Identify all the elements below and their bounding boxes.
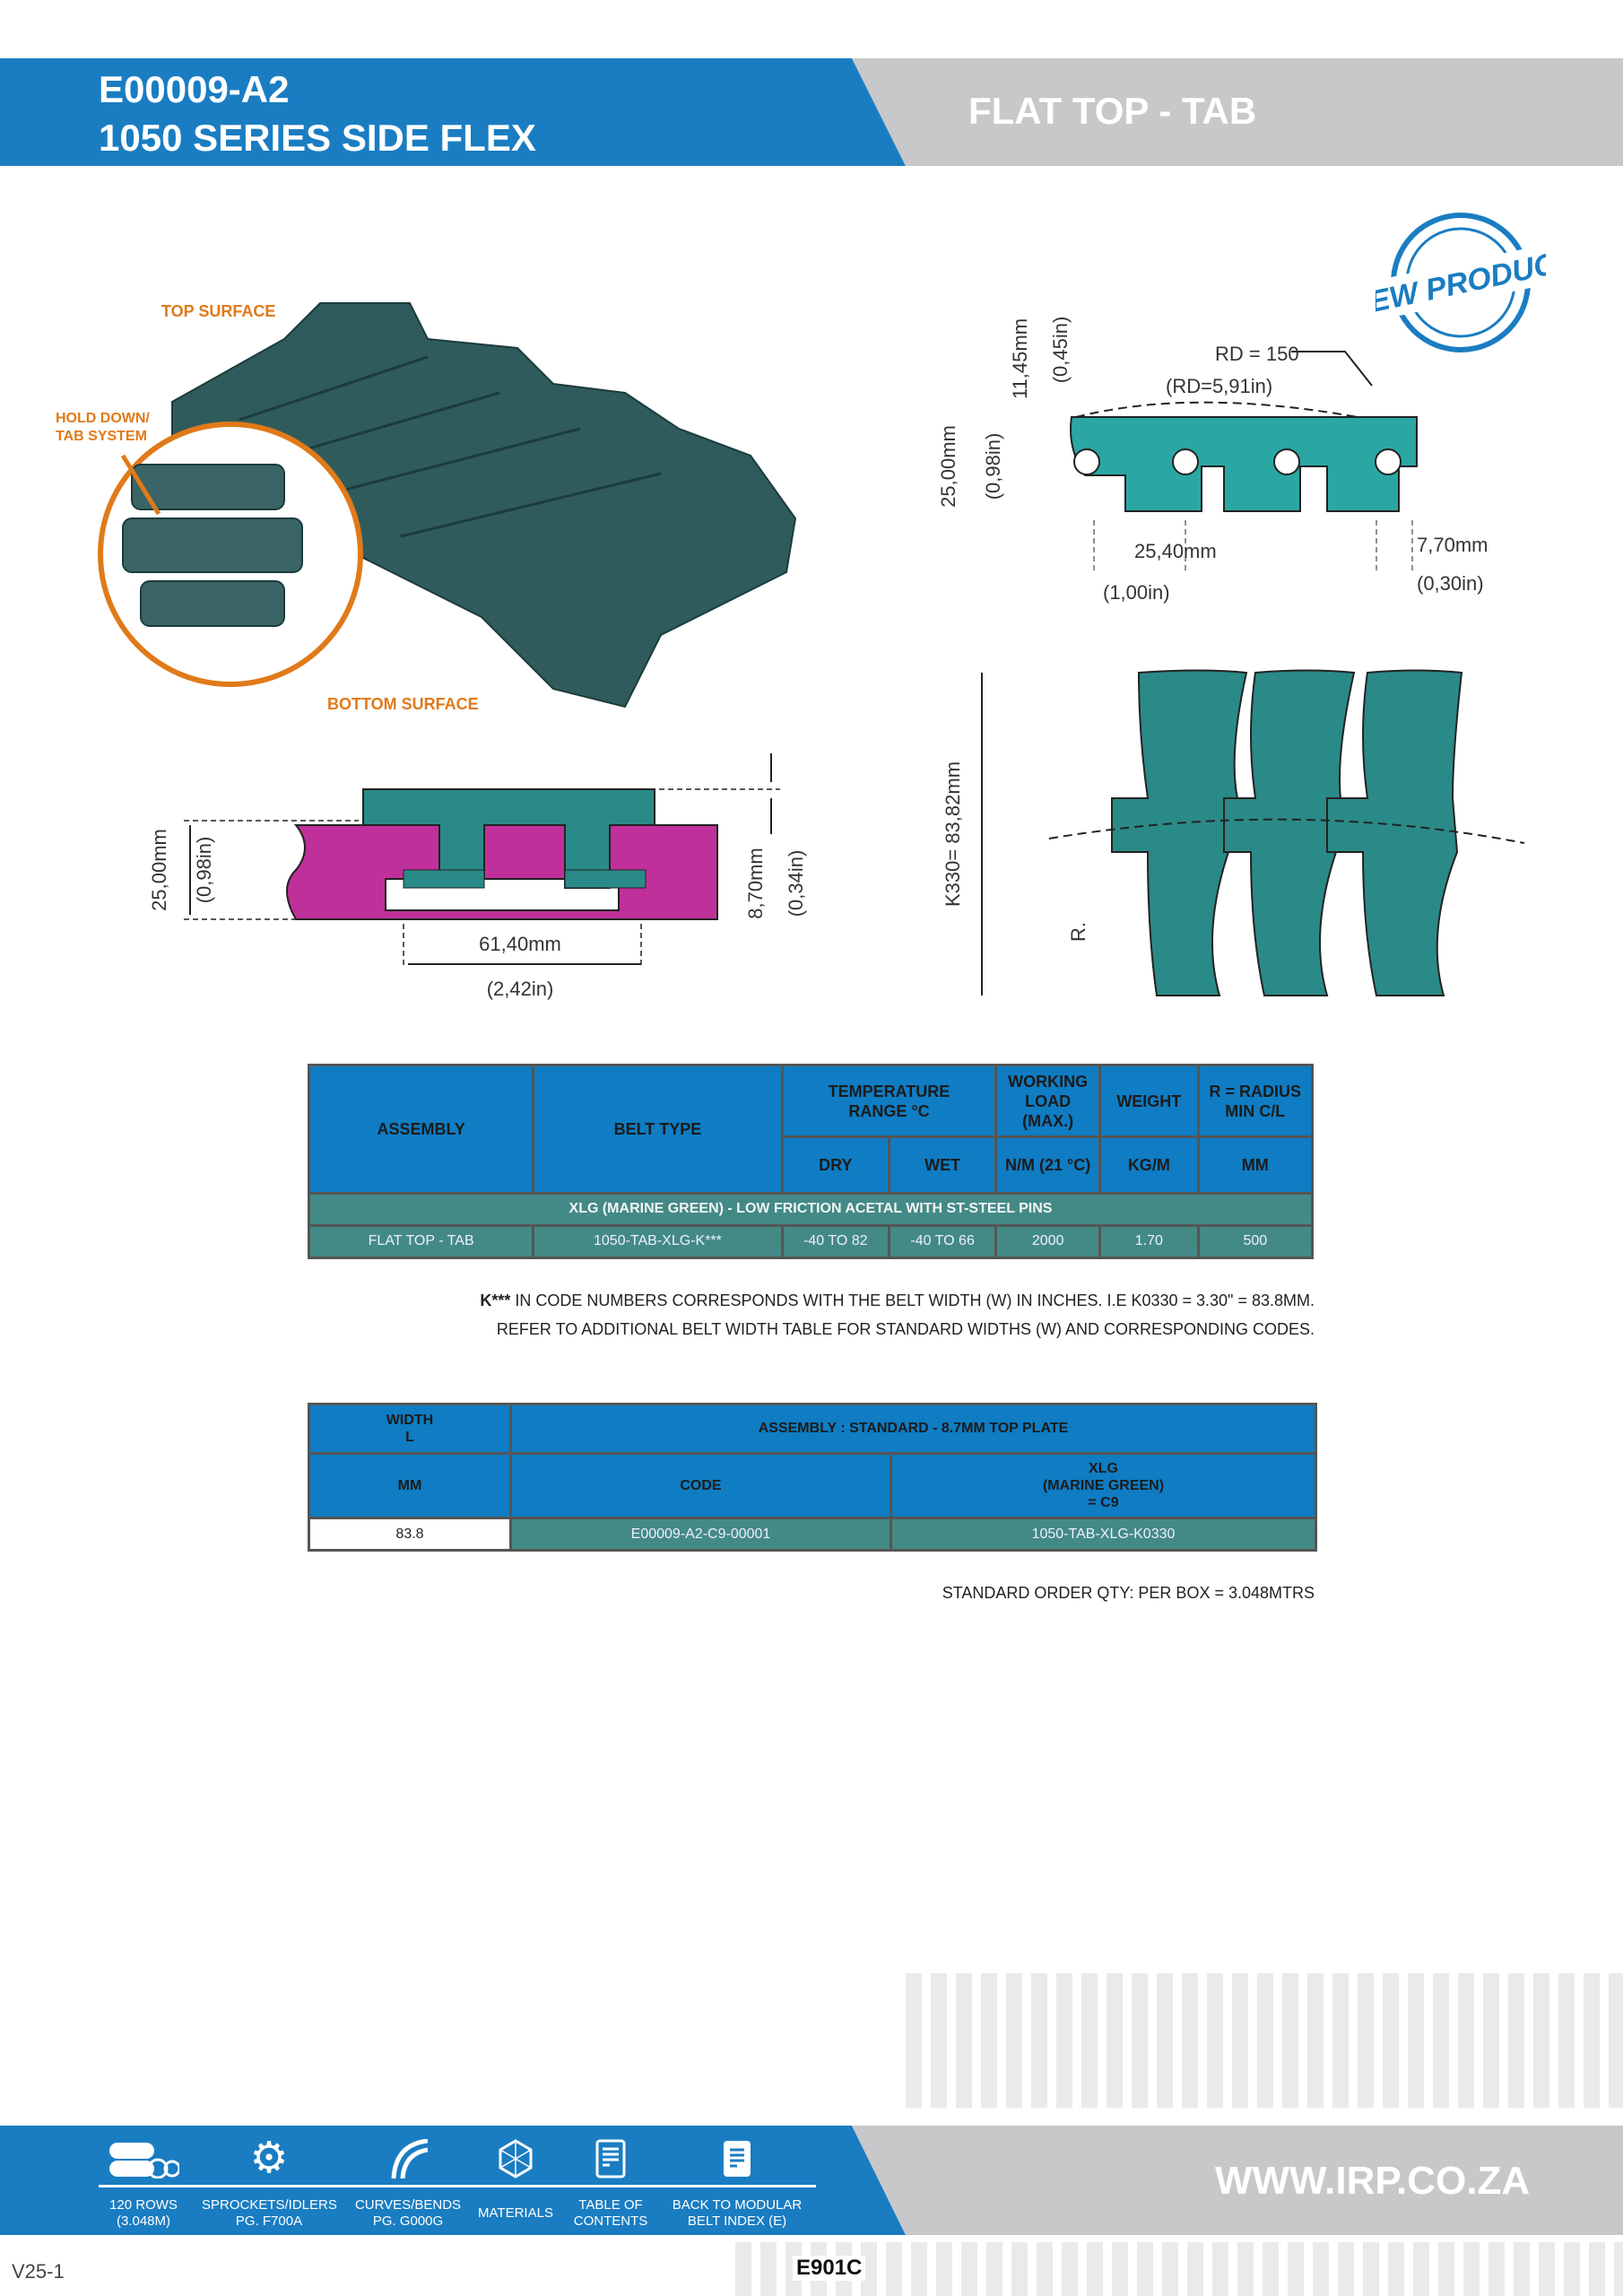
cell-weight: 1.70 [1098, 1223, 1200, 1260]
document-icon [595, 2139, 626, 2179]
product-title: FLAT TOP - TAB [968, 90, 1257, 132]
footer-link-index[interactable]: BACK TO MODULAR BELT INDEX (E) [670, 2133, 804, 2230]
note-text: IN CODE NUMBERS CORRESPONDS WITH THE BEL… [510, 1292, 1315, 1309]
th-wet: WET [887, 1135, 998, 1195]
rd-in-label: (RD=5,91in) [1166, 375, 1272, 397]
footer-label: CURVES/BENDS PG. G000G [354, 2197, 462, 2229]
th-load-unit: N/M (21 °C) [994, 1135, 1102, 1195]
dim-thickness-mm: 8,70mm [744, 848, 767, 918]
belt-width-label: K330= 83,82mm [942, 761, 964, 907]
material-row: XLG (MARINE GREEN) - LOW FRICTION ACETAL… [308, 1191, 1314, 1227]
dim-height-in: (0,98in) [193, 837, 215, 904]
rd-label: RD = 150 [1215, 343, 1299, 365]
footer-label: SPROCKETS/IDLERS PG. F700A [202, 2197, 337, 2229]
decorative-pattern-bottom [735, 2242, 1623, 2296]
table-row: 83.8 E00009-A2-C9-00001 1050-TAB-XLG-K03… [308, 1517, 1317, 1552]
order-qty: STANDARD ORDER QTY: PER BOX = 3.048MTRS [942, 1584, 1315, 1602]
dim-width-mm: 61,40mm [479, 933, 561, 955]
radius-label: R. [1067, 922, 1089, 942]
cell-load: 2000 [994, 1223, 1102, 1260]
th-working-load: WORKING LOAD (MAX.) [994, 1063, 1102, 1139]
th-weight-unit: KG/M [1098, 1135, 1200, 1195]
dim-height-mm: 25,00mm [148, 829, 170, 911]
rolls-icon [109, 2143, 179, 2179]
th-code: CODE [509, 1452, 892, 1519]
th-xlg: XLG (MARINE GREEN) = C9 [890, 1452, 1317, 1519]
footer-link-sprockets[interactable]: ⚙ SPROCKETS/IDLERS PG. F700A [202, 2133, 337, 2230]
footer-gray-panel [852, 2126, 1623, 2235]
height-mm: 25,00mm [937, 425, 959, 508]
th-weight: WEIGHT [1098, 1063, 1200, 1139]
specs-table: ASSEMBLY BELT TYPE TEMPERATURE RANGE °C … [307, 1063, 1315, 1260]
th-radius: R = RADIUS MIN C/L [1196, 1063, 1315, 1139]
gap-in: (0,30in) [1417, 572, 1484, 595]
cell-dry: -40 TO 82 [780, 1223, 890, 1260]
new-product-stamp: NEW PRODUCT [1376, 213, 1546, 352]
footer-link-materials[interactable]: MATERIALS [448, 2133, 583, 2222]
dim-thickness-in: (0,34in) [785, 850, 807, 918]
belt-photo [98, 302, 797, 709]
dim-width-in: (2,42in) [487, 978, 554, 1000]
footer-label: BACK TO MODULAR BELT INDEX (E) [672, 2197, 803, 2229]
th-radius-unit: MM [1196, 1135, 1315, 1195]
label-top-surface: TOP SURFACE [161, 302, 276, 320]
series-title: 1050 SERIES SIDE FLEX [99, 117, 536, 159]
cell-xlg: 1050-TAB-XLG-K0330 [890, 1517, 1317, 1552]
table-row: FLAT TOP - TAB 1050-TAB-XLG-K*** -40 TO … [307, 1223, 1315, 1260]
width-table: WIDTH L ASSEMBLY : STANDARD - 8.7MM TOP … [308, 1403, 1317, 1552]
version-label: V25-1 [12, 2260, 65, 2283]
height-in: (0,98in) [982, 433, 1004, 500]
th-width: WIDTH L [308, 1403, 512, 1455]
gap-mm: 7,70mm [1417, 534, 1488, 556]
index-icon [724, 2141, 751, 2177]
plan-view-drawing: K330= 83,82mm R. [942, 669, 1525, 996]
product-code: E00009-A2 [99, 68, 290, 110]
curve-icon [391, 2139, 428, 2179]
th-dry: DRY [780, 1135, 890, 1195]
cell-belt-type: 1050-TAB-XLG-K*** [532, 1223, 784, 1260]
footer-label: TABLE OF CONTENTS [573, 2197, 648, 2229]
label-hold-down: HOLD DOWN/ TAB SYSTEM [56, 411, 150, 444]
footer-banner [0, 2126, 906, 2235]
page-number: E901C [793, 2256, 866, 2281]
th-assembly-standard: ASSEMBLY : STANDARD - 8.7MM TOP PLATE [509, 1403, 1317, 1455]
materials-icon [499, 2139, 533, 2179]
note-bold: K*** [480, 1292, 511, 1309]
footer-link-curves[interactable]: CURVES/BENDS PG. G000G [341, 2133, 475, 2230]
th-assembly: ASSEMBLY [307, 1064, 535, 1195]
note-line-1: K*** IN CODE NUMBERS CORRESPONDS WITH TH… [480, 1292, 1315, 1310]
footer-label: MATERIALS [478, 2205, 553, 2221]
note-line-2: REFER TO ADDITIONAL BELT WIDTH TABLE FOR… [496, 1320, 1315, 1338]
decorative-pattern [906, 1973, 1623, 2108]
gear-icon: ⚙ [249, 2135, 289, 2182]
footer-label: 120 ROWS (3.048M) [109, 2197, 178, 2229]
th-belt-type: BELT TYPE [532, 1064, 784, 1195]
cell-wet: -40 TO 66 [887, 1223, 998, 1260]
th-temperature: TEMPERATURE RANGE °C [780, 1063, 998, 1139]
cell-assembly: FLAT TOP - TAB [307, 1223, 535, 1260]
top-in: (0,45in) [1049, 317, 1072, 384]
cell-code: E00009-A2-C9-00001 [509, 1517, 892, 1552]
footer-divider [99, 2185, 816, 2187]
pitch-mm: 25,40mm [1134, 540, 1217, 562]
profile-drawing: RD = 150 (RD=5,91in) 11,45mm (0,45in) 25… [937, 317, 1488, 604]
th-mm: MM [308, 1452, 512, 1519]
header-banner [0, 58, 906, 166]
cell-radius: 500 [1196, 1223, 1315, 1260]
label-bottom-surface: BOTTOM SURFACE [327, 695, 479, 713]
header-gray-panel [852, 58, 1623, 166]
cell-mm: 83.8 [308, 1517, 512, 1552]
pitch-in: (1,00in) [1103, 581, 1170, 604]
side-view-drawing: 25,00mm (0,98in) 61,40mm (2,42in) 8,70mm… [148, 753, 807, 1000]
footer-link-contents[interactable]: TABLE OF CONTENTS [543, 2133, 678, 2230]
top-mm: 11,45mm [1009, 318, 1031, 399]
website-link[interactable]: WWW.IRP.CO.ZA [1215, 2159, 1531, 2203]
footer-link-rows[interactable]: 120 ROWS (3.048M) [76, 2133, 211, 2230]
